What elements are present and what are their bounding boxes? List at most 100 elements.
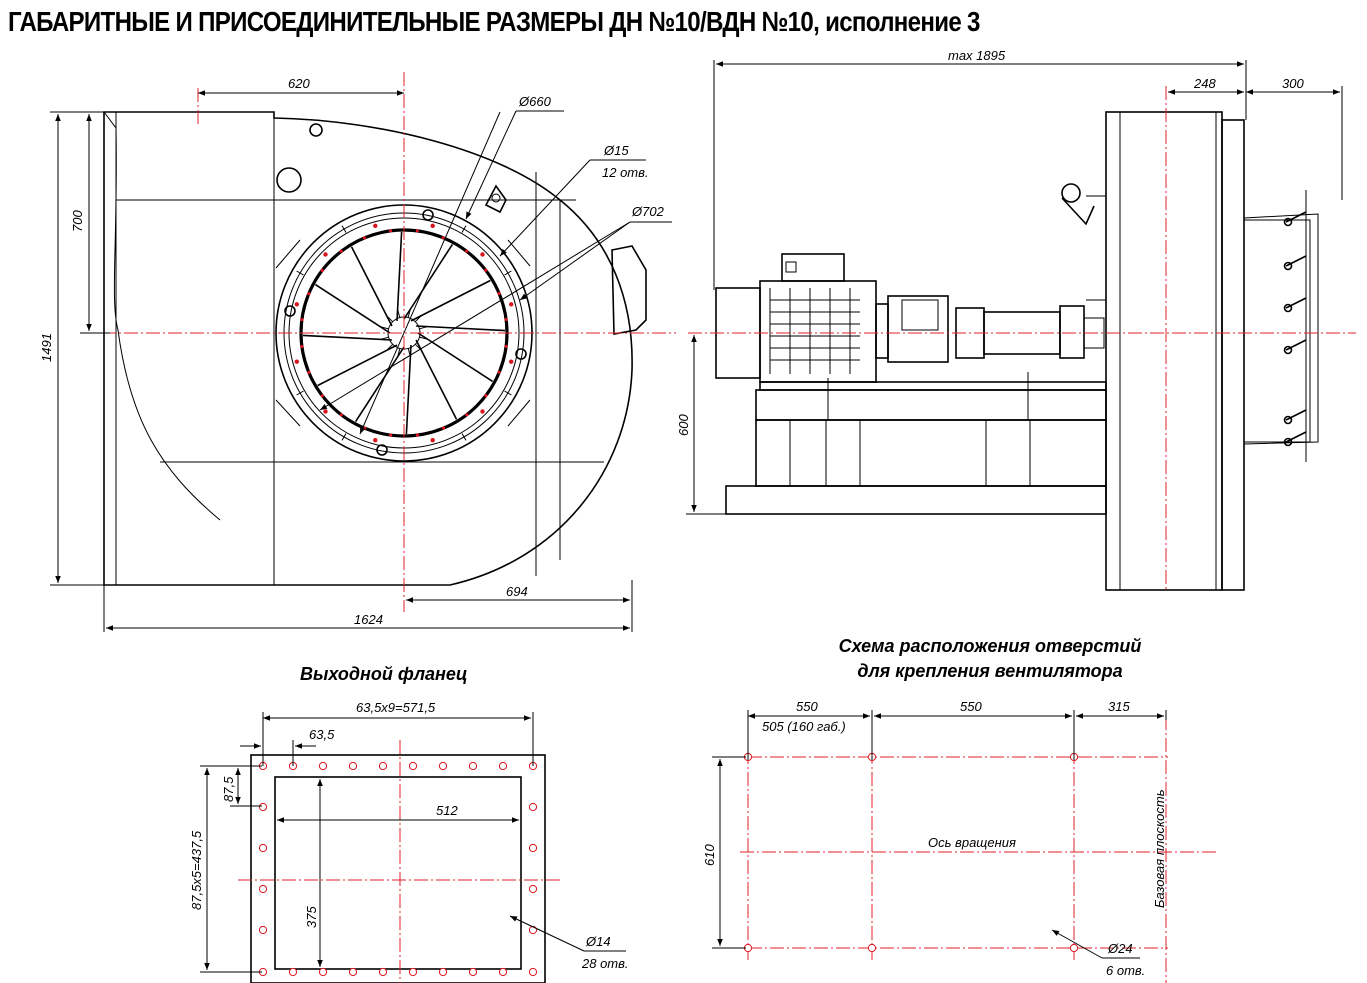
flange-tick [461,433,467,441]
damper-levers [1283,190,1307,462]
rim-point [484,268,488,272]
inlet-bolt-hole [323,409,328,414]
dim-550a: 550 [796,699,818,714]
hub-key [419,326,428,330]
dim-550b: 550 [960,699,982,714]
impeller-blade [403,243,454,320]
flange-tick [341,433,347,441]
outlet-bolt-hole [438,761,448,771]
rim-point [441,426,446,430]
mount-lugs [284,209,527,456]
outlet-bolt-holes [258,761,538,977]
rim-point [441,236,445,240]
rim-point [307,370,311,375]
dim-63-5: 63,5 [309,727,335,742]
dim-600: 600 [676,414,691,436]
outlet-bolt-hole [348,967,358,977]
outlet-bolt-hole [378,967,388,977]
damper-lever [1285,255,1307,267]
damper-lever [1285,409,1307,421]
hub-key [419,336,428,340]
rim-point [389,433,393,437]
rim-point [320,394,324,398]
damper-lever [1285,211,1307,223]
outlet-bolt-hole [498,761,508,771]
inlet-bolt-hole [373,223,378,228]
side-dimensions: max 1895 248 300 600 [676,48,1343,515]
damper-lever [1285,431,1307,443]
flange-tick [504,270,512,276]
dim-87-5: 87,5 [221,776,236,802]
lever-pivot [1283,415,1293,425]
dim-pitch-v: 87,5x5=437,5 [189,830,204,910]
outlet-bolt-hole [288,967,298,977]
impeller-blade [417,332,494,383]
holes-28: 28 отв. [581,956,629,971]
impeller-blade [354,346,405,423]
dia-15: Ø15 [603,143,629,158]
rim-point [300,318,304,322]
dim-315: 315 [1108,699,1130,714]
rim-point [497,291,501,296]
outlet-bolt-hole [408,761,418,771]
dim-620: 620 [288,76,310,91]
rim-point [339,249,343,253]
inlet-bolt-hole [509,302,514,307]
inlet-bolt-hole [430,438,435,443]
inlet-bolt-hole [323,252,328,257]
front-dimensions: 620 700 1491 694 1624 Ø660 Ø15 12 отв. Ø… [39,76,672,632]
dia-660: Ø660 [518,94,552,109]
outlet-bolt-hole [528,925,538,935]
outlet-bolt-hole [438,967,448,977]
inlet-bolt-hole [480,409,485,414]
impeller-blade [416,325,506,332]
rim-point [307,292,311,296]
impeller-blade [350,246,393,327]
outlet-bolt-hole [258,925,268,935]
dia-14: Ø14 [585,934,611,949]
dia-702: Ø702 [631,204,665,219]
lever-pivot [1283,217,1293,227]
rim-point [362,236,367,240]
rim-point [465,413,469,417]
impeller-blade [314,283,391,334]
axis-label: Ось вращения [928,835,1016,850]
outlet-bolt-hole [258,884,268,894]
outlet-bolt-hole [498,967,508,977]
fan-housing-side [1105,111,1319,591]
base-plane-label: Базовая плоскость [1152,789,1167,908]
inlet-bolt-hole [509,359,514,364]
outlet-bolt-hole [528,843,538,853]
hub-key [414,315,422,323]
hub-key [407,309,411,318]
dim-max1895: max 1895 [948,48,1006,63]
holes-12: 12 отв. [602,165,649,180]
coupling-shaft [875,295,1105,363]
dim-694: 694 [506,584,528,599]
holes-caption-line2: для крепления вентилятора [857,661,1123,681]
inlet-bolt-holes [280,209,528,457]
rim-point [363,426,367,430]
dim-gab: 505 (160 габ.) [762,719,846,734]
outlet-flange: 63,5x9=571,5 63,5 87,5 87,5x5=437,5 512 … [189,700,629,983]
rim-point [504,317,508,322]
impeller-blade [415,339,458,420]
impeller-blade [396,231,403,321]
impeller-blade [405,345,412,435]
outlet-bolt-hole [348,761,358,771]
holes-6: 6 отв. [1106,963,1145,978]
lever-pivot [1283,345,1293,355]
rim-point [465,249,469,253]
rim-point [497,370,501,374]
inlet-bolt-hole [480,252,485,257]
dim-610: 610 [702,844,717,866]
motor [715,253,877,383]
page-title: ГАБАРИТНЫЕ И ПРИСОЕДИНИТЕЛЬНЫЕ РАЗМЕРЫ Д… [8,6,980,37]
outlet-bolt-hole [468,967,478,977]
dim-700: 700 [70,210,85,232]
inlet-bolt-hole [294,359,299,364]
rim-point [504,344,508,348]
damper-lever [1285,297,1307,309]
flange-tick [296,390,304,396]
